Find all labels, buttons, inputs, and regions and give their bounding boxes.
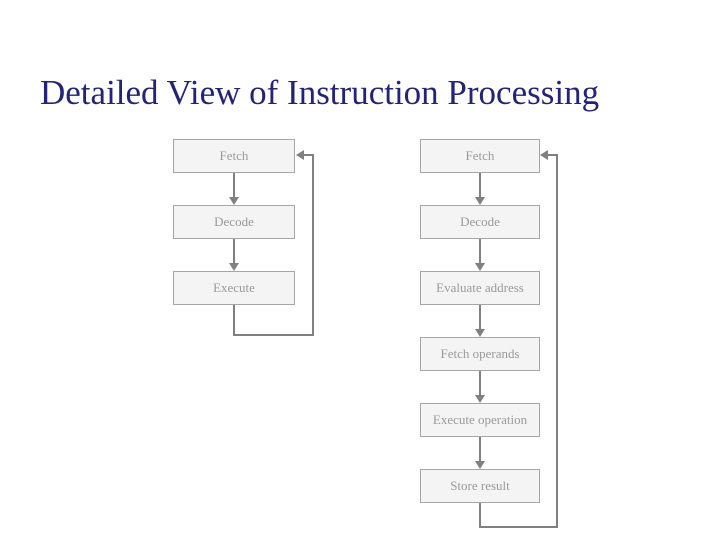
flow-box-label: Evaluate address [436, 280, 524, 295]
flow-box-evaluate-address: Evaluate address [420, 271, 540, 305]
flow-box-label: Fetch operands [440, 346, 520, 361]
loop-segment-bottom [233, 334, 314, 336]
loop-segment-right [556, 154, 558, 528]
flow-box-decode: Decode [173, 205, 295, 239]
left-arrowhead-icon [540, 150, 548, 160]
arrow-fetch-to-decode [479, 173, 481, 197]
loop-segment-right [312, 154, 314, 336]
arrow-decode-to-evaluate-address [479, 239, 481, 263]
flow-box-fetch: Fetch [420, 139, 540, 173]
down-arrowhead-icon [475, 329, 485, 337]
flow-box-fetch: Fetch [173, 139, 295, 173]
arrow-decode-to-execute [233, 239, 235, 263]
down-arrowhead-icon [475, 197, 485, 205]
loop-segment-bottom [479, 526, 558, 528]
flow-box-label: Decode [460, 214, 500, 229]
flow-box-label: Fetch [219, 148, 249, 163]
down-arrowhead-icon [475, 395, 485, 403]
flow-box-store-result: Store result [420, 469, 540, 503]
flow-box-label: Store result [450, 478, 510, 493]
flow-box-fetch-operands: Fetch operands [420, 337, 540, 371]
arrow-fetch-operands-to-execute-operation [479, 371, 481, 395]
flow-box-execute-operation: Execute operation [420, 403, 540, 437]
slide-title: Detailed View of Instruction Processing [40, 73, 600, 112]
arrow-fetch-to-decode [233, 173, 235, 197]
arrow-execute-operation-to-store-result [479, 437, 481, 461]
loop-segment-down [233, 305, 235, 336]
loop-segment-down [479, 503, 481, 526]
down-arrowhead-icon [475, 461, 485, 469]
flow-box-label: Decode [214, 214, 254, 229]
left-arrowhead-icon [296, 150, 304, 160]
flow-box-decode: Decode [420, 205, 540, 239]
loop-segment-top [302, 154, 314, 156]
down-arrowhead-icon [229, 197, 239, 205]
loop-segment-top [546, 154, 558, 156]
down-arrowhead-icon [475, 263, 485, 271]
flow-box-execute: Execute [173, 271, 295, 305]
flow-box-label: Execute [213, 280, 255, 295]
arrow-evaluate-address-to-fetch-operands [479, 305, 481, 329]
down-arrowhead-icon [229, 263, 239, 271]
flow-box-label: Fetch [465, 148, 495, 163]
flow-box-label: Execute operation [432, 412, 528, 427]
